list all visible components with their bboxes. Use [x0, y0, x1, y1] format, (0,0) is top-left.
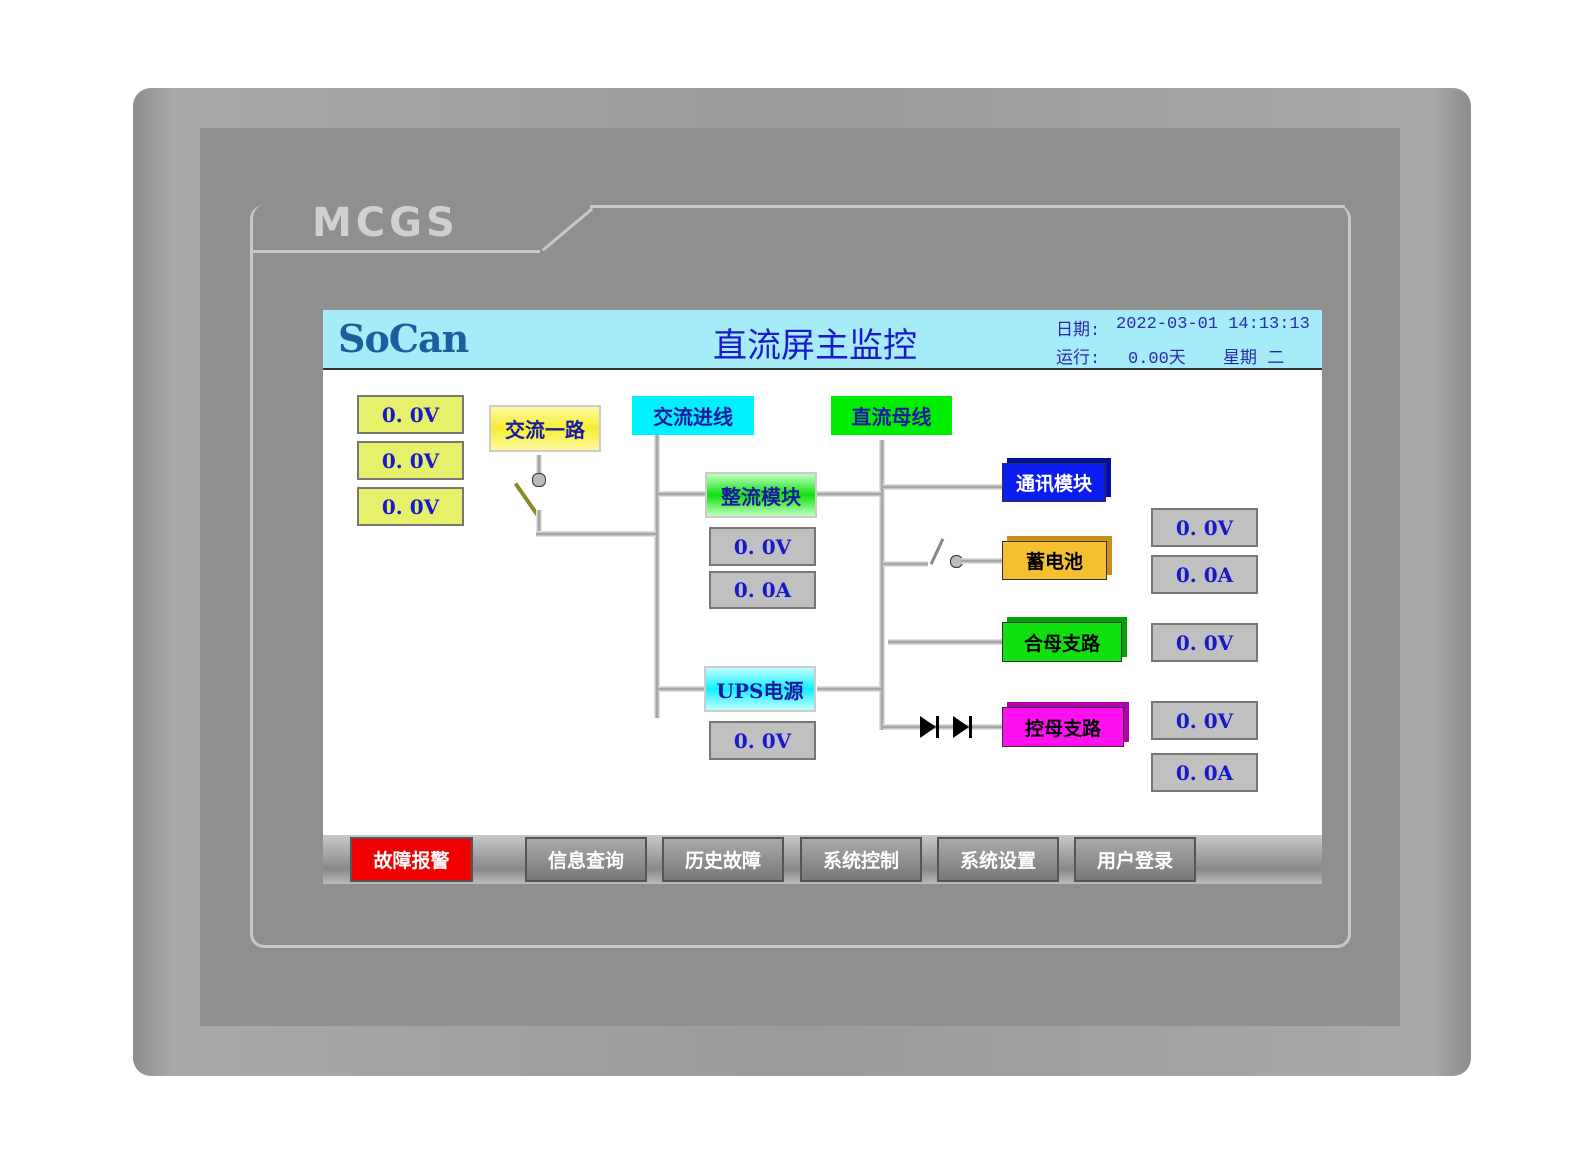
fault-alarm-button[interactable]: 故障报警 — [350, 837, 473, 882]
closing-branch-voltage: 0. 0V — [1151, 623, 1258, 662]
bezel-outline — [590, 205, 1345, 208]
weekday: 星期 二 — [1223, 350, 1285, 369]
ac-voltage-b: 0. 0V — [357, 441, 464, 480]
ac-inlet-label: 交流进线 — [632, 396, 754, 435]
battery-switch-icon — [929, 538, 945, 565]
brand-logo: MCGS — [312, 200, 459, 246]
date-value: 2022-03-01 14:13:13 — [1116, 315, 1310, 334]
wire — [658, 491, 708, 497]
ups-voltage: 0. 0V — [709, 721, 816, 760]
wire — [536, 510, 542, 535]
wire — [883, 724, 1003, 730]
battery-voltage: 0. 0V — [1151, 508, 1258, 547]
wire — [817, 491, 881, 497]
runtime-label: 运行: — [1056, 350, 1101, 369]
history-fault-button[interactable]: 历史故障 — [662, 837, 784, 882]
ac-bus-line — [654, 435, 660, 718]
wire — [536, 531, 656, 537]
page-title: 直流屏主监控 — [713, 326, 917, 366]
date-label: 日期: — [1056, 322, 1101, 341]
ups-power[interactable]: UPS电源 — [704, 666, 816, 712]
battery-current: 0. 0A — [1151, 555, 1258, 594]
wire — [817, 686, 881, 692]
control-branch-voltage: 0. 0V — [1151, 701, 1258, 740]
wire — [658, 686, 708, 692]
ac-line1-label: 交流一路 — [489, 405, 601, 452]
ac-voltage-a: 0. 0V — [357, 395, 464, 434]
wire — [883, 484, 1003, 490]
comm-module[interactable]: 通讯模块 — [1002, 463, 1106, 502]
runtime-value: 0.00天 — [1128, 350, 1186, 369]
hmi-screen: SoCan 直流屏主监控 日期: 2022-03-01 14:13:13 运行:… — [323, 310, 1322, 884]
rectifier-module[interactable]: 整流模块 — [705, 472, 817, 518]
nav-bar: 故障报警 信息查询 历史故障 系统控制 系统设置 用户登录 — [323, 835, 1322, 884]
wire — [961, 558, 1003, 564]
ac-voltage-c: 0. 0V — [357, 487, 464, 526]
diode-icon — [920, 716, 972, 738]
system-control-button[interactable]: 系统控制 — [800, 837, 922, 882]
rectifier-voltage: 0. 0V — [709, 527, 816, 566]
wire — [536, 455, 542, 480]
info-query-button[interactable]: 信息查询 — [525, 837, 647, 882]
switch-contact — [532, 473, 546, 487]
wire — [883, 561, 928, 567]
control-branch-current: 0. 0A — [1151, 753, 1258, 792]
dc-bus-line — [879, 440, 885, 730]
wire — [888, 639, 1003, 645]
bezel-outline — [250, 250, 540, 253]
dc-bus-label: 直流母线 — [831, 396, 952, 435]
system-settings-button[interactable]: 系统设置 — [937, 837, 1059, 882]
header-bar: SoCan 直流屏主监控 日期: 2022-03-01 14:13:13 运行:… — [323, 310, 1322, 370]
user-login-button[interactable]: 用户登录 — [1074, 837, 1196, 882]
rectifier-current: 0. 0A — [709, 571, 816, 609]
battery[interactable]: 蓄电池 — [1002, 541, 1107, 580]
company-logo: SoCan — [338, 316, 469, 361]
closing-branch[interactable]: 合母支路 — [1002, 622, 1122, 662]
control-branch[interactable]: 控母支路 — [1002, 707, 1124, 747]
bezel-outline — [250, 205, 1351, 948]
